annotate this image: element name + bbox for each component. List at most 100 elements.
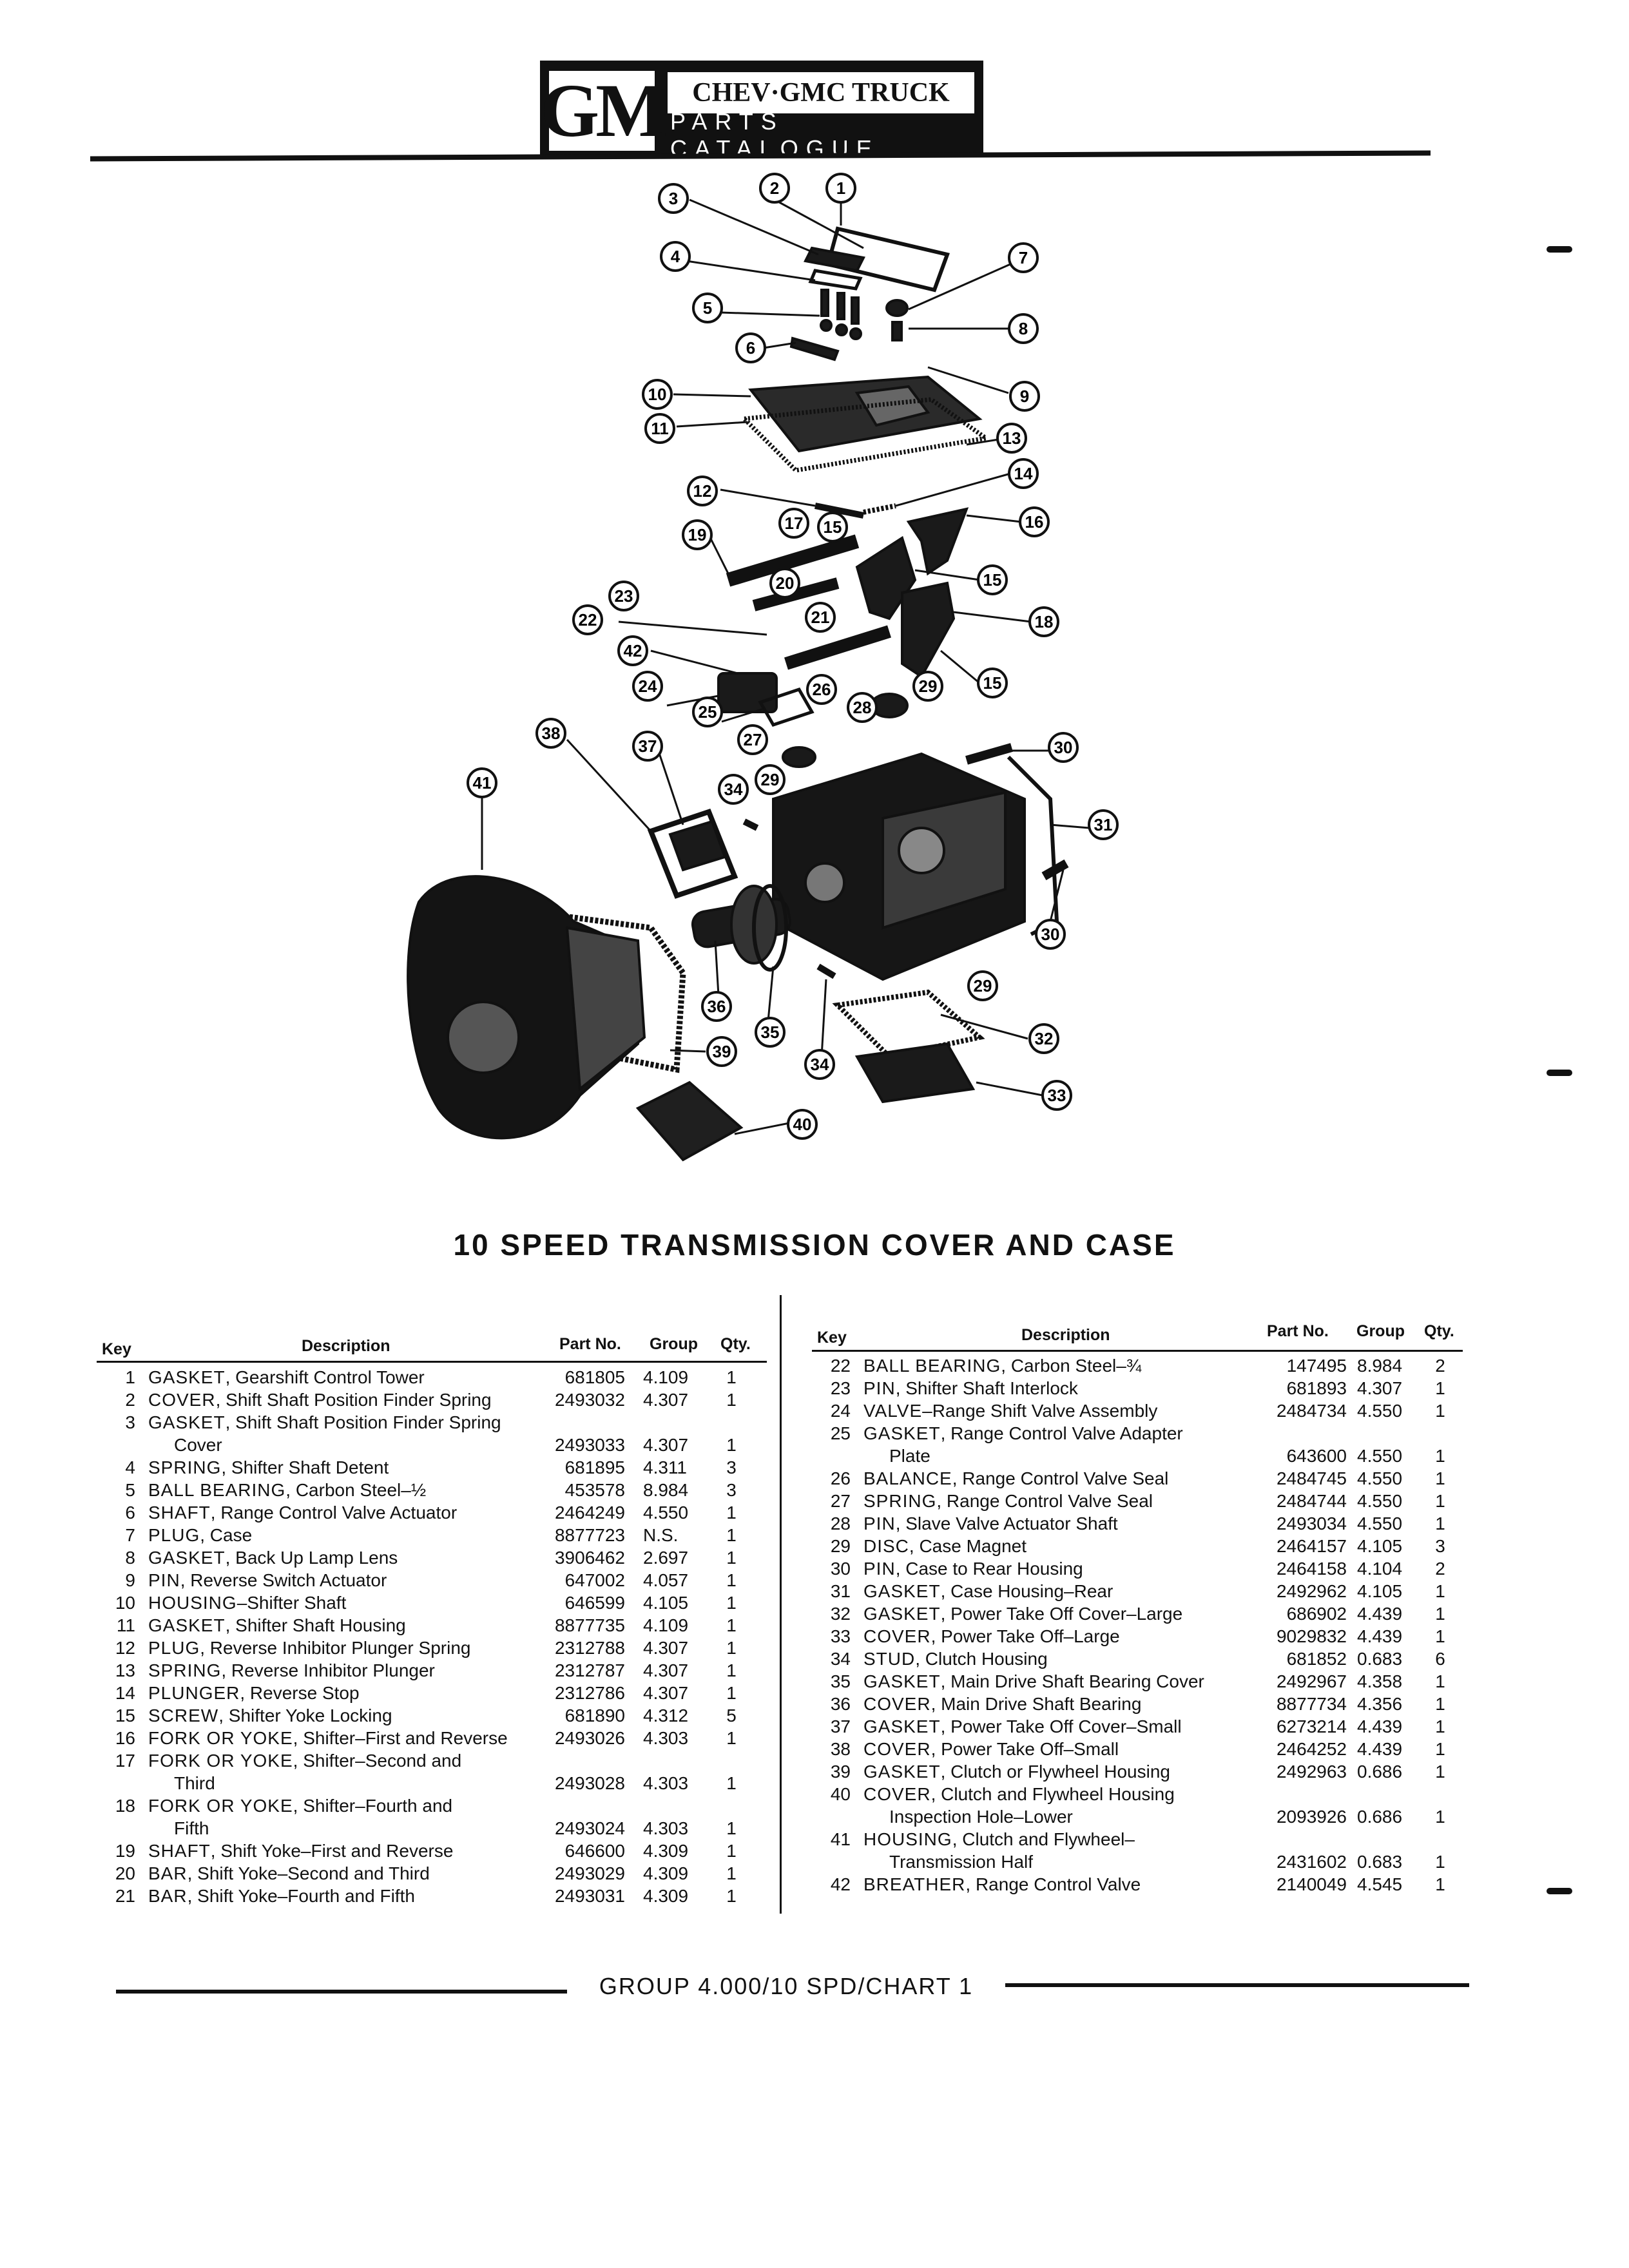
col-header-qty: Qty.: [720, 1335, 751, 1353]
part-detail: , Shift Shaft Position Finder Spring: [215, 1390, 492, 1410]
part-number: 643600: [1286, 1446, 1347, 1466]
part-number: 2431602: [1276, 1852, 1347, 1872]
group-number: 4.109: [643, 1615, 689, 1635]
quantity: 1: [1435, 1604, 1445, 1624]
group-number: 8.984: [1357, 1356, 1403, 1376]
group-number: 4.545: [1357, 1874, 1403, 1894]
row-key: 17: [115, 1751, 135, 1771]
row-key: 9: [125, 1570, 135, 1590]
part-name: COVER: [863, 1739, 931, 1759]
quantity: 1: [1435, 1581, 1445, 1601]
callout-number: 29: [974, 976, 992, 995]
row-key: 13: [115, 1660, 135, 1680]
part-name: PIN: [148, 1570, 180, 1590]
part-number: 6273214: [1276, 1716, 1347, 1736]
callout-22: 22: [572, 604, 603, 635]
quantity: 1: [726, 1773, 737, 1793]
column-divider: [780, 1295, 782, 1914]
callout-number: 13: [1003, 428, 1021, 448]
part-name: PIN: [863, 1559, 896, 1579]
quantity: 1: [1435, 1514, 1445, 1533]
part-detail-continued: Cover: [174, 1435, 222, 1455]
footer-rule-right: [1005, 1983, 1469, 1987]
callout-15: 15: [817, 512, 848, 543]
quantity: 1: [726, 1818, 737, 1838]
part-detail: , Power Take Off–Large: [930, 1626, 1120, 1646]
row-key: 37: [830, 1716, 851, 1736]
callout-number: 10: [648, 385, 667, 404]
row-key: 35: [830, 1671, 851, 1691]
callout-11: 11: [644, 413, 675, 444]
callout-41: 41: [467, 767, 497, 798]
group-number: 4.550: [1357, 1491, 1403, 1511]
part-detail: , Case Magnet: [909, 1536, 1027, 1556]
callout-10: 10: [642, 379, 673, 410]
quantity: 1: [726, 1367, 737, 1387]
quantity: 3: [726, 1457, 737, 1477]
callout-number: 15: [983, 570, 1002, 590]
callout-9: 9: [1009, 381, 1040, 412]
part-name: COVER: [863, 1784, 931, 1804]
part-name: SPRING: [148, 1660, 222, 1680]
quantity: 1: [1435, 1807, 1445, 1827]
part-name: VALVE: [863, 1401, 923, 1421]
col-header-description: Description: [1021, 1326, 1110, 1344]
part-detail: , Slave Valve Actuator Shaft: [895, 1514, 1118, 1533]
callout-35: 35: [755, 1017, 786, 1048]
callout-32: 32: [1028, 1023, 1059, 1054]
callout-29: 29: [755, 764, 786, 795]
group-number: 4.307: [643, 1390, 689, 1410]
part-name: GASKET: [148, 1548, 226, 1568]
row-key: 31: [830, 1581, 851, 1601]
part-name: FORK OR YOKE: [148, 1728, 293, 1748]
footer-chart-reference: GROUP 4.000/10 SPD/CHART 1: [599, 1973, 974, 1999]
callout-number: 20: [776, 573, 795, 593]
part-detail: , Shifter Shaft Housing: [225, 1615, 406, 1635]
part-number: 2493033: [554, 1435, 625, 1455]
group-number: 4.358: [1357, 1671, 1403, 1691]
part-detail: , Shifter–Fourth and: [293, 1796, 453, 1816]
callout-39: 39: [706, 1036, 737, 1067]
callout-2: 2: [759, 173, 790, 204]
part-detail: , Range Control Valve Seal: [952, 1468, 1169, 1488]
part-name: BAR: [148, 1886, 188, 1906]
group-number: 4.307: [1357, 1378, 1403, 1398]
part-number: 686902: [1286, 1604, 1347, 1624]
part-detail: , Shift Yoke–First and Reverse: [210, 1841, 454, 1861]
group-number: 4.550: [1357, 1468, 1403, 1488]
part-detail: , Reverse Inhibitor Plunger: [221, 1660, 435, 1680]
part-detail: , Clutch Housing: [915, 1649, 1048, 1669]
col-header-qty: Qty.: [1424, 1322, 1454, 1340]
quantity: 1: [726, 1525, 737, 1545]
row-key: 20: [115, 1863, 135, 1883]
callout-3: 3: [658, 183, 689, 214]
callout-number: 33: [1048, 1086, 1066, 1105]
part-detail: , Clutch or Flywheel Housing: [940, 1762, 1170, 1782]
quantity: 3: [1435, 1536, 1445, 1556]
part-detail: –Shifter Shaft: [236, 1593, 347, 1613]
part-name: PIN: [863, 1378, 896, 1398]
part-number: 3906462: [554, 1548, 625, 1568]
part-detail: , Main Drive Shaft Bearing: [930, 1694, 1142, 1714]
callout-14: 14: [1008, 458, 1039, 489]
quantity: 1: [1435, 1694, 1445, 1714]
quantity: 1: [1435, 1716, 1445, 1736]
callout-number: 3: [669, 189, 678, 208]
callout-number: 35: [761, 1023, 780, 1042]
callout-26: 26: [806, 674, 837, 705]
callout-27: 27: [737, 724, 768, 755]
part-name: GASKET: [863, 1671, 941, 1691]
callout-number: 36: [708, 997, 726, 1016]
gm-logo: GM: [540, 67, 668, 155]
part-detail: , Case Housing–Rear: [940, 1581, 1113, 1601]
callout-30: 30: [1048, 732, 1079, 763]
group-number: 2.697: [643, 1548, 689, 1568]
callout-number: 1: [836, 178, 845, 198]
row-key: 33: [830, 1626, 851, 1646]
